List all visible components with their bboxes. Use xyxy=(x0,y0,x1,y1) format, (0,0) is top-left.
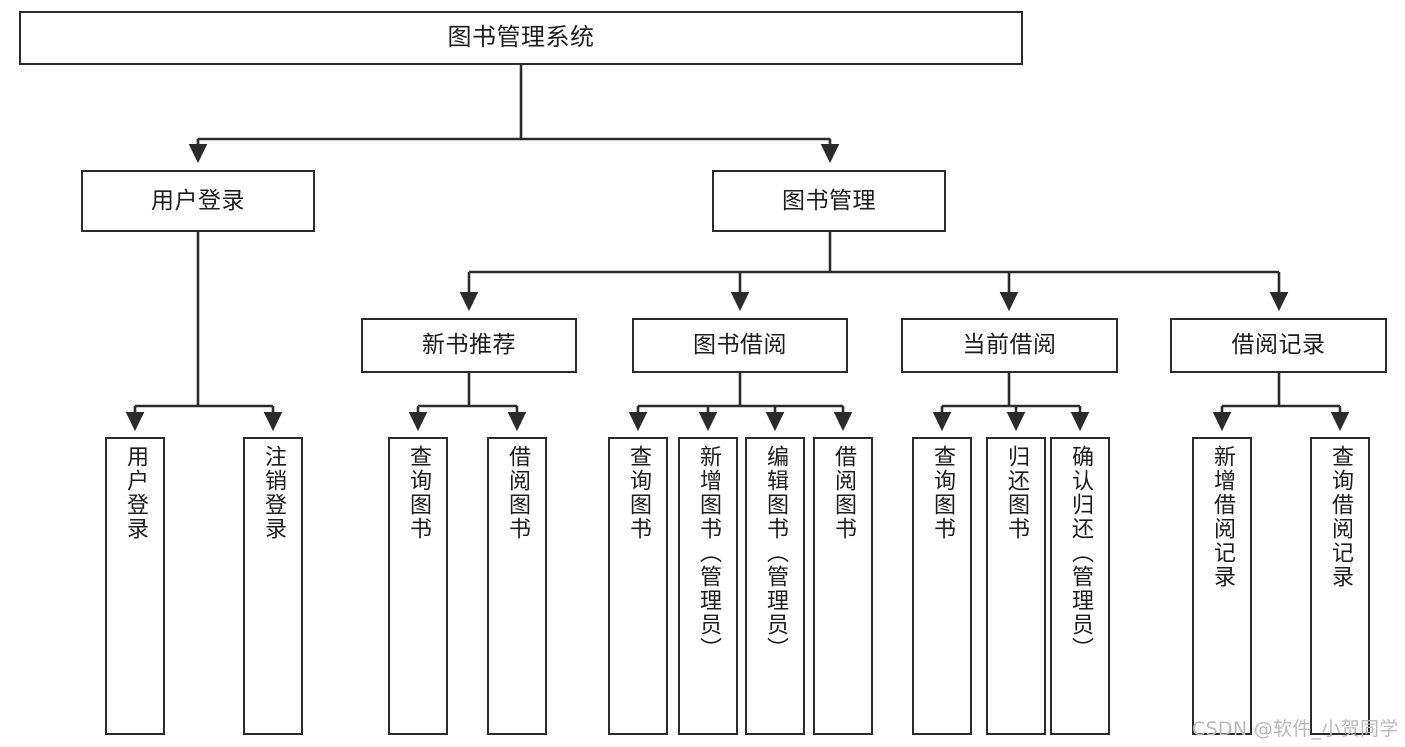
node-leaf-confirm-return-admin[interactable]: 确认归还（管理员） xyxy=(1050,437,1110,735)
node-leaf-return-book[interactable]: 归还图书 xyxy=(986,437,1046,735)
node-root-label: 图书管理系统 xyxy=(447,23,595,52)
node-leaf-query-book-2-label: 查询图书 xyxy=(625,445,651,541)
node-new-book-recommend[interactable]: 新书推荐 xyxy=(361,318,577,373)
node-book-management[interactable]: 图书管理 xyxy=(712,170,946,232)
node-leaf-return-book-label: 归还图书 xyxy=(1003,445,1029,541)
node-leaf-add-book-admin-label: 新增图书（管理员） xyxy=(695,445,721,661)
node-book-management-label: 图书管理 xyxy=(782,187,876,214)
node-leaf-user-logout[interactable]: 注销登录 xyxy=(243,437,303,735)
node-root[interactable]: 图书管理系统 xyxy=(19,11,1023,65)
node-leaf-borrow-book-2[interactable]: 借阅图书 xyxy=(813,437,873,735)
node-leaf-borrow-book-2-label: 借阅图书 xyxy=(830,445,856,541)
node-leaf-query-book-1[interactable]: 查询图书 xyxy=(388,437,448,735)
node-user-login-label: 用户登录 xyxy=(151,187,245,214)
node-leaf-confirm-return-admin-label: 确认归还（管理员） xyxy=(1067,445,1093,661)
node-leaf-add-borrow-record[interactable]: 新增借阅记录 xyxy=(1192,437,1252,735)
node-current-borrow-label: 当前借阅 xyxy=(962,332,1057,359)
node-leaf-edit-book-admin-label: 编辑图书（管理员） xyxy=(762,445,788,661)
node-leaf-edit-book-admin[interactable]: 编辑图书（管理员） xyxy=(745,437,805,735)
node-new-book-recommend-label: 新书推荐 xyxy=(422,332,516,359)
node-leaf-add-borrow-record-label: 新增借阅记录 xyxy=(1209,445,1235,589)
node-leaf-borrow-book-1[interactable]: 借阅图书 xyxy=(487,437,547,735)
node-book-borrow[interactable]: 图书借阅 xyxy=(632,318,848,373)
node-book-borrow-label: 图书借阅 xyxy=(693,332,787,359)
node-leaf-query-borrow-record[interactable]: 查询借阅记录 xyxy=(1310,437,1370,735)
node-leaf-borrow-book-1-label: 借阅图书 xyxy=(504,445,530,541)
node-user-login[interactable]: 用户登录 xyxy=(81,170,315,232)
node-leaf-query-book-1-label: 查询图书 xyxy=(405,445,431,541)
node-leaf-user-logout-label: 注销登录 xyxy=(260,445,286,541)
watermark: CSDN @软件_小贺同学 xyxy=(1192,718,1399,740)
node-borrow-record-label: 借阅记录 xyxy=(1231,332,1326,359)
node-leaf-user-login[interactable]: 用户登录 xyxy=(105,437,165,735)
node-leaf-query-book-2[interactable]: 查询图书 xyxy=(608,437,668,735)
node-leaf-query-book-3[interactable]: 查询图书 xyxy=(912,437,972,735)
node-current-borrow[interactable]: 当前借阅 xyxy=(901,318,1118,373)
node-leaf-add-book-admin[interactable]: 新增图书（管理员） xyxy=(678,437,738,735)
node-leaf-query-book-3-label: 查询图书 xyxy=(929,445,955,541)
node-leaf-user-login-label: 用户登录 xyxy=(122,445,148,541)
node-borrow-record[interactable]: 借阅记录 xyxy=(1170,318,1387,373)
node-leaf-query-borrow-record-label: 查询借阅记录 xyxy=(1327,445,1353,589)
